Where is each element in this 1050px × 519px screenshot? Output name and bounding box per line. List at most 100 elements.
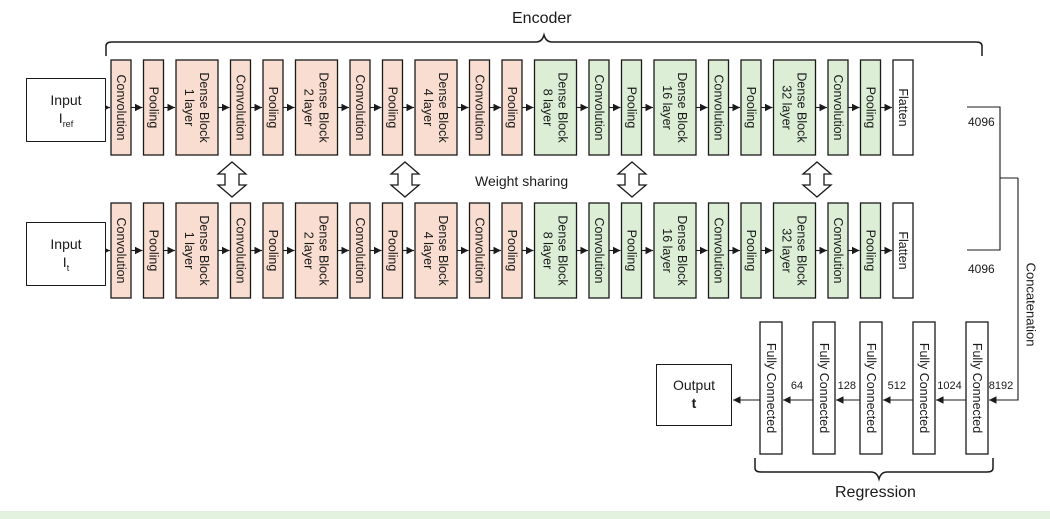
- block-label: Convolution: [114, 74, 128, 140]
- regression-dim-label: 512: [887, 380, 906, 392]
- block-label: Convolution: [234, 74, 248, 140]
- flatten-dim-bottom: 4096: [968, 262, 995, 276]
- block-label-line1: Dense Block: [556, 72, 570, 143]
- block-label: Pooling: [625, 230, 639, 272]
- regression-dim-label: 64: [790, 380, 804, 392]
- input-ref-symbol: I: [58, 110, 63, 126]
- input-t-box: Input It: [26, 222, 106, 286]
- block-label: Convolution: [114, 217, 128, 283]
- block-label: Pooling: [386, 87, 400, 129]
- regression-block-fully-connected: Fully Connected: [965, 321, 989, 455]
- encoder-t-block-convolution: Convolution: [468, 202, 491, 299]
- block-label: Fully Connected: [764, 343, 778, 433]
- output-symbol: t: [691, 395, 697, 411]
- block-label-line2: 32 layer: [780, 228, 794, 272]
- block-label: Convolution: [712, 74, 726, 140]
- encoder-ref-block-pooling: Pooling: [381, 59, 404, 156]
- block-label: Pooling: [147, 230, 161, 272]
- block-label-line1: Dense Block: [556, 215, 570, 286]
- weight-sharing-label: Weight sharing: [475, 173, 569, 189]
- encoder-ref-block-pooling: Pooling: [620, 59, 643, 156]
- input-ref-box: Input Iref: [26, 78, 106, 142]
- block-label: Convolution: [831, 74, 845, 140]
- output-box: Output t: [656, 364, 732, 426]
- flatten-dim-top: 4096: [968, 115, 995, 129]
- concat-line-bottom: [967, 178, 1001, 251]
- block-label: Fully Connected: [917, 343, 931, 433]
- block-label: Pooling: [505, 230, 519, 272]
- regression-block-fully-connected: Fully Connected: [912, 321, 936, 455]
- weight-sharing-double-arrow: [616, 161, 648, 198]
- block-label-line2: 4 layer: [421, 232, 435, 270]
- concatenation-label: Concatenation: [1022, 235, 1039, 375]
- block-label: Convolution: [353, 217, 367, 283]
- encoder-title: Encoder: [512, 10, 572, 27]
- encoder-t-block-convolution: Convolution: [588, 202, 610, 299]
- block-label: Convolution: [831, 217, 845, 283]
- block-label: Fully Connected: [864, 343, 878, 433]
- block-label-line1: Dense Block: [436, 72, 450, 143]
- block-label-line1: Dense Block: [197, 215, 211, 286]
- encoder-t-block-convolution: Convolution: [229, 202, 252, 299]
- block-label-line2: 1 layer: [182, 89, 196, 127]
- encoder-t-block-pooling: Pooling: [501, 202, 523, 299]
- encoder-ref-block-convolution: Convolution: [707, 59, 730, 156]
- encoder-ref-block-convolution: Convolution: [349, 59, 371, 156]
- block-label: Convolution: [473, 74, 487, 140]
- weight-sharing-double-arrow: [801, 161, 833, 198]
- block-label: Convolution: [592, 74, 606, 140]
- encoder-t-block-flatten: Flatten: [892, 202, 914, 299]
- block-label: Flatten: [896, 88, 910, 126]
- weight-sharing-double-arrow: [216, 161, 248, 198]
- concat-line-top: [967, 106, 1018, 179]
- block-label-line1: Dense Block: [197, 72, 211, 143]
- block-label: Pooling: [386, 230, 400, 272]
- block-label-line2: 16 layer: [660, 228, 674, 272]
- block-label-line2: 1 layer: [182, 232, 196, 270]
- concatenation-text: Concatenation: [1023, 262, 1039, 347]
- encoder-t-block-pooling: Pooling: [381, 202, 404, 299]
- encoder-t-block-convolution: Convolution: [349, 202, 371, 299]
- block-label-line1: Dense Block: [317, 215, 331, 286]
- encoder-t-block-pooling: Pooling: [620, 202, 643, 299]
- block-label: Pooling: [744, 87, 758, 129]
- block-label: Convolution: [473, 217, 487, 283]
- block-label-line1: Dense Block: [675, 72, 689, 143]
- block-label: Flatten: [896, 231, 910, 269]
- regression-dim-label: 128: [837, 380, 856, 392]
- encoder-t-block-pooling: Pooling: [859, 202, 882, 299]
- block-label-line1: Dense Block: [317, 72, 331, 143]
- footer-band: [0, 511, 1050, 519]
- input-ref-label: Input: [50, 92, 82, 108]
- block-label: Convolution: [353, 74, 367, 140]
- encoder-ref-block-convolution: Convolution: [110, 59, 132, 156]
- regression-dim-label: 8192: [988, 380, 1014, 392]
- block-label: Convolution: [712, 217, 726, 283]
- block-label: Pooling: [266, 87, 280, 129]
- regression-dim-label: 1024: [937, 380, 962, 392]
- encoder-t-block-convolution: Convolution: [827, 202, 849, 299]
- block-label: Fully Connected: [817, 343, 831, 433]
- block-label-line2: 8 layer: [541, 89, 555, 127]
- block-label-line2: 8 layer: [541, 232, 555, 270]
- concat-line-down: [989, 178, 1019, 404]
- block-label: Pooling: [864, 230, 878, 272]
- encoder-ref-block-flatten: Flatten: [892, 59, 914, 156]
- input-ref-subscript: ref: [62, 118, 74, 129]
- block-label: Fully Connected: [970, 343, 984, 433]
- regression-block-fully-connected: Fully Connected: [812, 321, 836, 455]
- block-label-line1: Dense Block: [795, 72, 809, 143]
- encoder-ref-block-pooling: Pooling: [740, 59, 762, 156]
- encoder-ref-block-pooling: Pooling: [501, 59, 523, 156]
